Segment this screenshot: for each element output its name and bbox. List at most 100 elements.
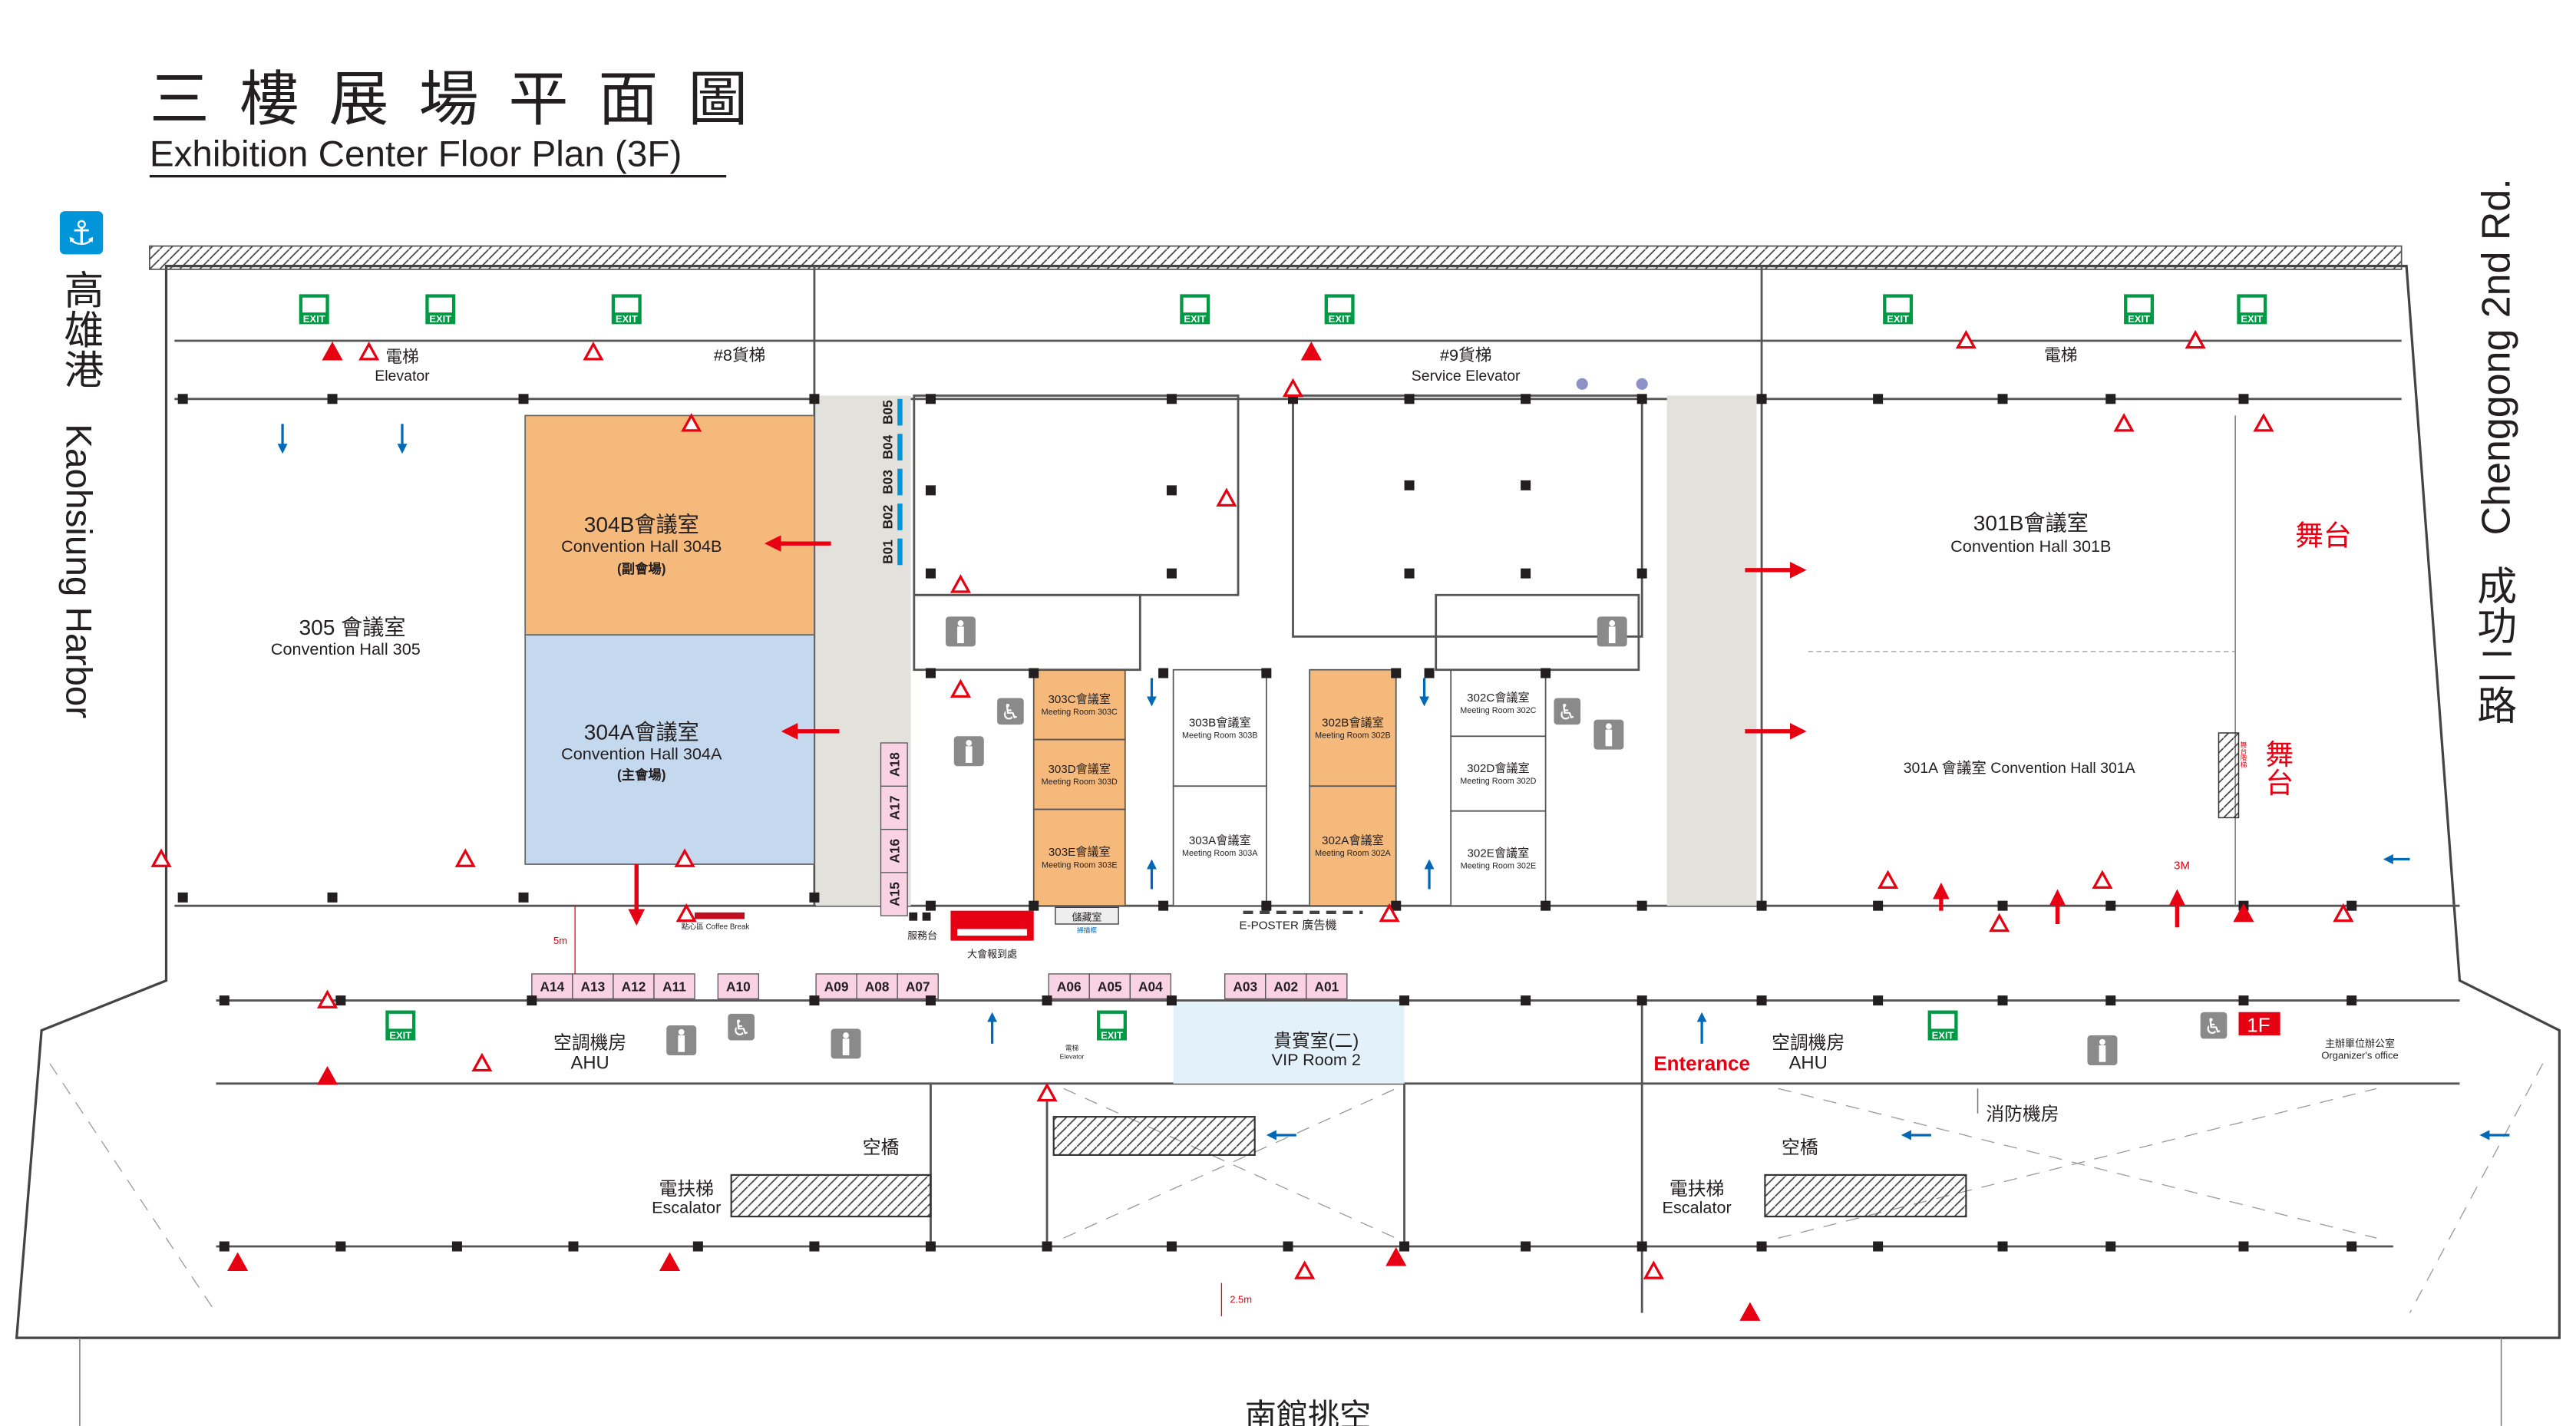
service-desk[interactable]: 服務台: [907, 912, 937, 942]
meeting-room-303b[interactable]: 303B會議室 Meeting Room 303B: [1172, 668, 1267, 787]
structural-column: [925, 995, 936, 1006]
structural-column: [1997, 995, 2008, 1006]
stage-stairs: [2218, 732, 2240, 819]
fire-equipment-marker-icon: [1989, 913, 2010, 933]
structural-column: [809, 892, 820, 903]
booth-a01[interactable]: A01: [1306, 973, 1348, 1000]
title-en: Exhibition Center Floor Plan (3F): [150, 134, 682, 175]
service-elevator-label-zh: #9貨梯: [1440, 345, 1491, 365]
booth-a12[interactable]: A12: [613, 973, 655, 1000]
booth-a07[interactable]: A07: [897, 973, 939, 1000]
fire-equipment-marker-icon: [2333, 903, 2354, 923]
booth-a06[interactable]: A06: [1048, 973, 1090, 1000]
skybridge-label-1: 空橋: [863, 1137, 900, 1158]
elevator-label-east: 電梯: [2044, 345, 2077, 365]
booth-a14[interactable]: A14: [531, 973, 573, 1000]
booth-a03[interactable]: A03: [1224, 973, 1267, 1000]
booth-a02[interactable]: A02: [1265, 973, 1307, 1000]
escalator-label-zh-2: 電扶梯: [1669, 1179, 1724, 1200]
fire-equipment-marker-icon: [675, 903, 697, 923]
exit-label: EXIT: [389, 1029, 411, 1041]
exit-label: EXIT: [2241, 313, 2263, 325]
room-hall-305[interactable]: 305 會議室 Convention Hall 305: [271, 616, 421, 659]
structural-column: [1404, 480, 1415, 490]
structural-column: [568, 1241, 579, 1252]
booth-a15[interactable]: A15: [880, 872, 908, 916]
booth-a18[interactable]: A18: [880, 742, 908, 787]
booth-b03[interactable]: B03: [877, 465, 898, 499]
structural-column: [1404, 568, 1415, 579]
structural-column: [335, 1241, 346, 1252]
booth-b05[interactable]: B05: [877, 395, 898, 429]
structural-column: [809, 394, 820, 404]
room-label-en: Meeting Room 302D: [1460, 777, 1536, 786]
room-vip-2[interactable]: 貴賓室(二) VIP Room 2: [1173, 1002, 1405, 1084]
fire-equipment-marker-icon: [2253, 413, 2274, 432]
registration-label: 大會報到處: [967, 948, 1017, 959]
room-hall-301b[interactable]: 301B會議室 Convention Hall 301B: [1950, 511, 2111, 556]
room-organizer-office[interactable]: 主辦單位辦公室 Organizer's office: [2321, 1038, 2398, 1061]
structural-column: [1521, 995, 1531, 1006]
escalator-2: [1764, 1173, 1967, 1218]
fire-equipment-marker-icon: [1878, 870, 1899, 889]
structural-column: [177, 892, 188, 903]
booth-b04[interactable]: B04: [877, 430, 898, 464]
booth-b01[interactable]: B01: [877, 535, 898, 569]
svg-text:♿: ♿: [2204, 1015, 2223, 1038]
room-label-zh: 空調機房: [1772, 1032, 1844, 1053]
structural-column: [925, 485, 936, 496]
booth-a05[interactable]: A05: [1088, 973, 1131, 1000]
structural-column: [1261, 668, 1272, 678]
floor-1f-marker: 1F: [2238, 1012, 2280, 1037]
entrance-label: Enterance: [1653, 1052, 1750, 1075]
wheelchair-accessible-icon: ♿: [728, 1013, 755, 1041]
exit-sign-icon: EXIT: [611, 294, 642, 325]
room-label-en: Meeting Room 303B: [1182, 731, 1258, 740]
booth-a08[interactable]: A08: [856, 973, 898, 1000]
booth-label: A07: [906, 979, 930, 995]
room-label-zh: 貴賓室(二): [1273, 1031, 1359, 1051]
room-hall-304a[interactable]: 304A會議室 Convention Hall 304A (主會場): [524, 634, 815, 865]
booth-a17[interactable]: A17: [880, 785, 908, 830]
structural-column: [692, 1241, 703, 1252]
booth-a11[interactable]: A11: [653, 973, 695, 1000]
room-note: (副會場): [617, 561, 665, 576]
room-label-en: Meeting Room 302A: [1315, 849, 1391, 858]
structural-column: [1636, 568, 1647, 579]
structural-column: [1404, 394, 1415, 404]
room-hall-301a[interactable]: 301A 會議室 Convention Hall 301A: [1904, 760, 2135, 777]
booth-b02[interactable]: B02: [877, 500, 898, 534]
exit-label: EXIT: [1887, 313, 1909, 325]
exit-label: EXIT: [616, 313, 638, 325]
booth-label: B04: [880, 434, 896, 459]
structural-column: [1521, 394, 1531, 404]
room-label-zh: 303B會議室: [1189, 715, 1251, 729]
elevator-small-zh: 電梯: [1065, 1044, 1079, 1052]
booth-label: A04: [1138, 979, 1163, 995]
south-atrium-label: 南館挑空: [1245, 1398, 1372, 1426]
structural-column: [219, 995, 230, 1006]
booth-a04[interactable]: A04: [1129, 973, 1172, 1000]
booth-a16[interactable]: A16: [880, 828, 908, 873]
fire-equipment-marker-icon: [1294, 1260, 1316, 1279]
booth-label: A15: [887, 882, 902, 906]
fire-equipment-marker-icon: [1643, 1260, 1664, 1279]
coffee-break-area: [695, 912, 745, 919]
room-label-en: AHU: [571, 1052, 609, 1073]
marker-dot: [1636, 378, 1648, 390]
booth-a10[interactable]: A10: [717, 973, 760, 1000]
booth-a13[interactable]: A13: [572, 973, 614, 1000]
structural-column: [1261, 900, 1272, 911]
room-hall-304b[interactable]: 304B會議室 Convention Hall 304B (副會場): [524, 414, 815, 636]
registration-desk[interactable]: 大會報到處: [950, 910, 1034, 960]
booth-a09[interactable]: A09: [815, 973, 857, 1000]
